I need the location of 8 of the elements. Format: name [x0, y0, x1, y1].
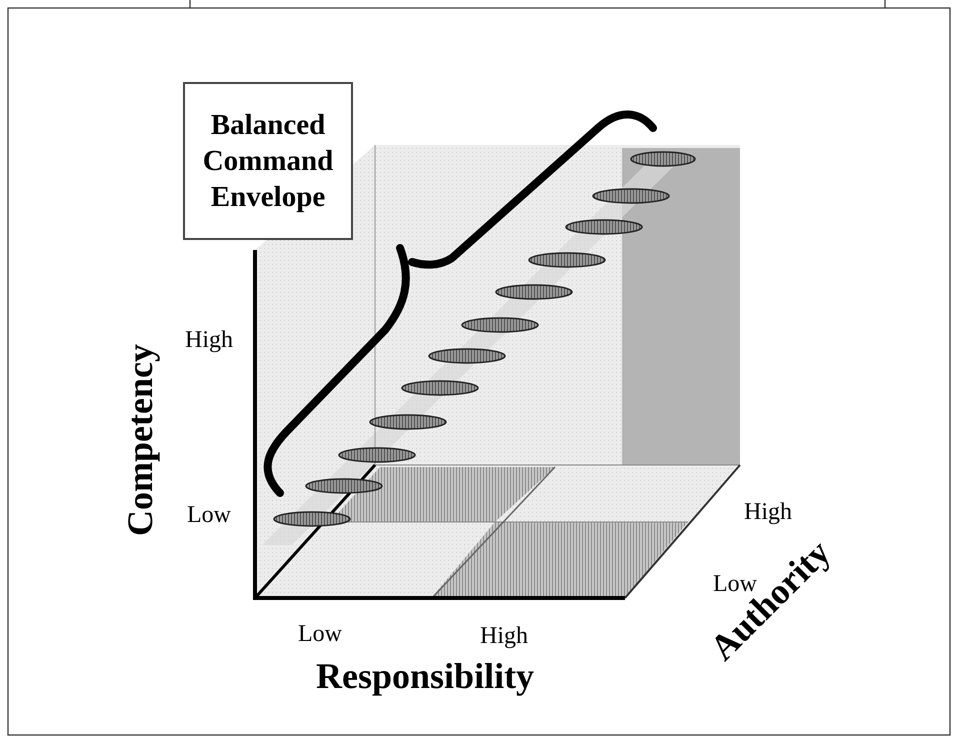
tick-label: High — [744, 500, 792, 524]
tick-label: Low — [298, 622, 342, 646]
axis-title: Responsibility — [316, 658, 534, 694]
axis-title: Competency — [122, 344, 158, 536]
tick-label: Low — [187, 503, 231, 527]
title-box: Balanced Command Envelope — [183, 82, 353, 240]
tick-label: High — [185, 328, 233, 352]
tick-label: High — [480, 624, 528, 648]
